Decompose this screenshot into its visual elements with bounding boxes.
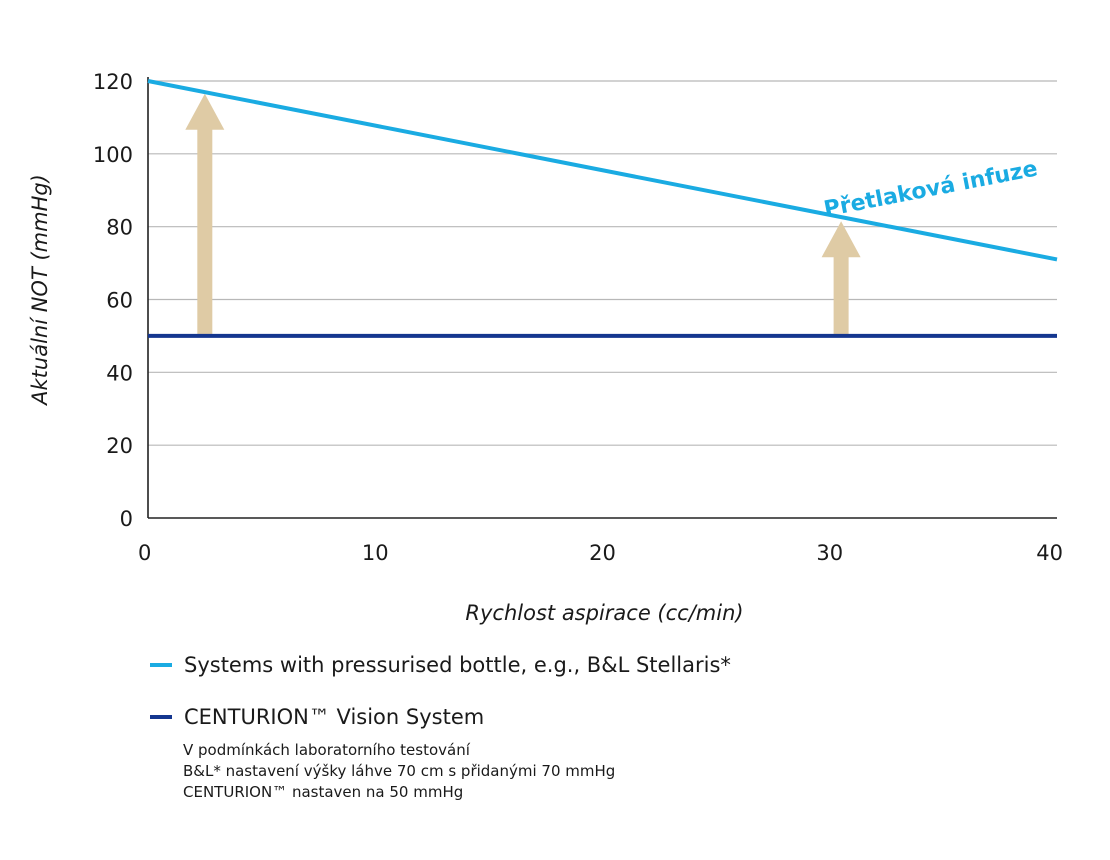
legend: Systems with pressurised bottle, e.g., B… xyxy=(150,648,1050,734)
grid-lines xyxy=(148,80,1057,446)
series-annotation-1: Přetlaková infuze xyxy=(822,157,1040,223)
arrows xyxy=(185,93,861,336)
y-tick-label-80: 80 xyxy=(106,216,133,240)
y-tick-label-20: 20 xyxy=(106,434,133,458)
x-tick-label-20: 20 xyxy=(589,541,616,565)
legend-item-centurion: CENTURION™ Vision System xyxy=(150,700,1050,734)
y-tick-label-60: 60 xyxy=(106,289,133,313)
legend-label-pressurised-bottle: Systems with pressurised bottle, e.g., B… xyxy=(184,653,731,677)
x-tick-label-0: 0 xyxy=(138,541,151,565)
y-tick-label-40: 40 xyxy=(106,361,133,385)
x-tick-label-10: 10 xyxy=(362,541,389,565)
arrow-2 xyxy=(821,221,861,336)
y-axis-title: Aktuální NOT (mmHg) xyxy=(28,174,52,407)
axes xyxy=(147,77,1057,519)
y-tick-label-0: 0 xyxy=(120,507,133,531)
note-line: B&L* nastavení výšky láhve 70 cm s přida… xyxy=(183,762,616,780)
legend-label-centurion: CENTURION™ Vision System xyxy=(184,705,485,729)
note-line: V podmínkách laboratorního testování xyxy=(183,741,470,759)
x-tick-label-30: 30 xyxy=(816,541,843,565)
series-lines xyxy=(147,79,1058,338)
x-tick-label-40: 40 xyxy=(1036,541,1063,565)
note-line: CENTURION™ nastaven na 50 mmHg xyxy=(183,783,464,801)
legend-swatch-centurion xyxy=(150,715,172,719)
series-line-1 xyxy=(147,79,1058,262)
test-conditions-notes: V podmínkách laboratorního testování B&L… xyxy=(183,740,615,803)
legend-swatch-pressurised-bottle xyxy=(150,663,172,667)
legend-item-pressurised-bottle: Systems with pressurised bottle, e.g., B… xyxy=(150,648,1050,682)
arrow-1 xyxy=(185,93,225,336)
y-tick-label-100: 100 xyxy=(93,143,133,167)
x-axis-title: Rychlost aspirace (cc/min) xyxy=(465,601,743,625)
y-tick-label-120: 120 xyxy=(93,70,133,94)
